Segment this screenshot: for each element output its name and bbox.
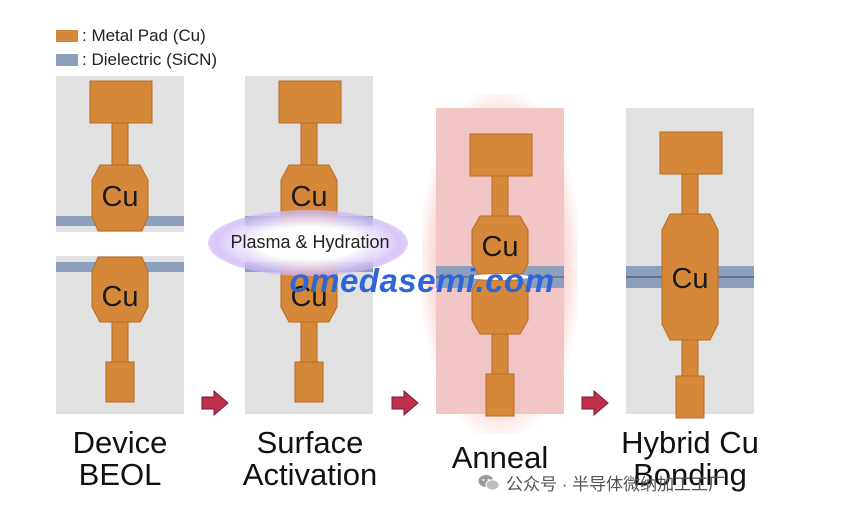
caption-line-1: Device: [72, 425, 168, 460]
bottom-pad: [485, 373, 515, 417]
beol-diagram: Cu Cu: [56, 80, 184, 403]
caption-device-beol: Device BEOL: [40, 427, 200, 491]
merged-cu-block: [661, 213, 719, 341]
top-pad: [278, 80, 342, 124]
caption-line-2: Activation: [242, 457, 378, 492]
anneal-diagram: Cu: [436, 133, 564, 417]
wechat-watermark: 公众号 · 半导体微纳加工工厂: [478, 470, 725, 495]
bottom-via: [681, 339, 699, 377]
caption-line-2: Bonding: [633, 457, 747, 492]
gap-band: [56, 232, 184, 256]
wechat-account-text: 公众号 · 半导体微纳加工工厂: [506, 475, 726, 494]
caption-line-1: Anneal: [451, 440, 549, 475]
caption-surface-activation: Surface Activation: [220, 427, 400, 491]
wechat-icon: [478, 474, 500, 491]
metal-pad-swatch: [56, 30, 78, 42]
plasma-glow: [208, 210, 408, 276]
legend-row-dielectric: : Dielectric (SiCN): [56, 48, 217, 72]
top-pad: [469, 133, 533, 177]
caption-anneal: Anneal: [420, 442, 580, 474]
cu-label: Cu: [671, 263, 708, 295]
step-arrow-3-icon: [581, 390, 609, 416]
legend-label-metal: : Metal Pad (Cu): [82, 26, 206, 45]
cu-label-top: Cu: [290, 181, 327, 213]
caption-line-1: Surface: [256, 425, 364, 460]
top-via: [491, 175, 509, 217]
bottom-via: [491, 333, 509, 375]
panel-hybrid-bonding: Cu: [626, 108, 754, 419]
top-pad: [89, 80, 153, 124]
step-arrow-2-icon: [391, 390, 419, 416]
plasma-hydration-label: Plasma & Hydration: [230, 232, 390, 252]
panel-anneal: Cu: [436, 108, 564, 417]
caption-hybrid-bonding: Hybrid Cu Bonding: [600, 427, 780, 491]
bonded-diagram: Cu: [626, 131, 754, 419]
step-arrow-1-icon: [201, 390, 229, 416]
top-pad: [659, 131, 723, 175]
cu-label: Cu: [481, 231, 518, 263]
bottom-cu-block: [471, 279, 529, 335]
bottom-pad: [294, 361, 324, 403]
cu-label-top: Cu: [101, 181, 138, 213]
cu-label-bottom: Cu: [101, 281, 138, 313]
dielectric-swatch: [56, 54, 78, 66]
top-cu-block: [471, 215, 529, 275]
caption-line-2: BEOL: [78, 457, 162, 492]
panel-device-beol: Cu Cu: [56, 76, 184, 414]
legend: : Metal Pad (Cu) : Dielectric (SiCN): [56, 24, 217, 72]
closing-gap: [470, 274, 530, 280]
top-cu-block: [91, 164, 149, 232]
cu-label-bottom: Cu: [290, 281, 327, 313]
legend-label-dielectric: : Dielectric (SiCN): [82, 50, 218, 69]
watermark-omedasemi: omedasemi.com: [289, 262, 555, 299]
bottom-pad: [105, 361, 135, 403]
bottom-pad: [675, 375, 705, 419]
top-via: [111, 122, 129, 166]
bottom-cu-block: [91, 256, 149, 323]
top-via: [300, 122, 318, 166]
legend-row-metal: : Metal Pad (Cu): [56, 24, 217, 48]
bottom-via: [111, 321, 129, 363]
bottom-via: [300, 321, 318, 363]
caption-line-1: Hybrid Cu: [621, 425, 759, 460]
top-via: [681, 173, 699, 215]
